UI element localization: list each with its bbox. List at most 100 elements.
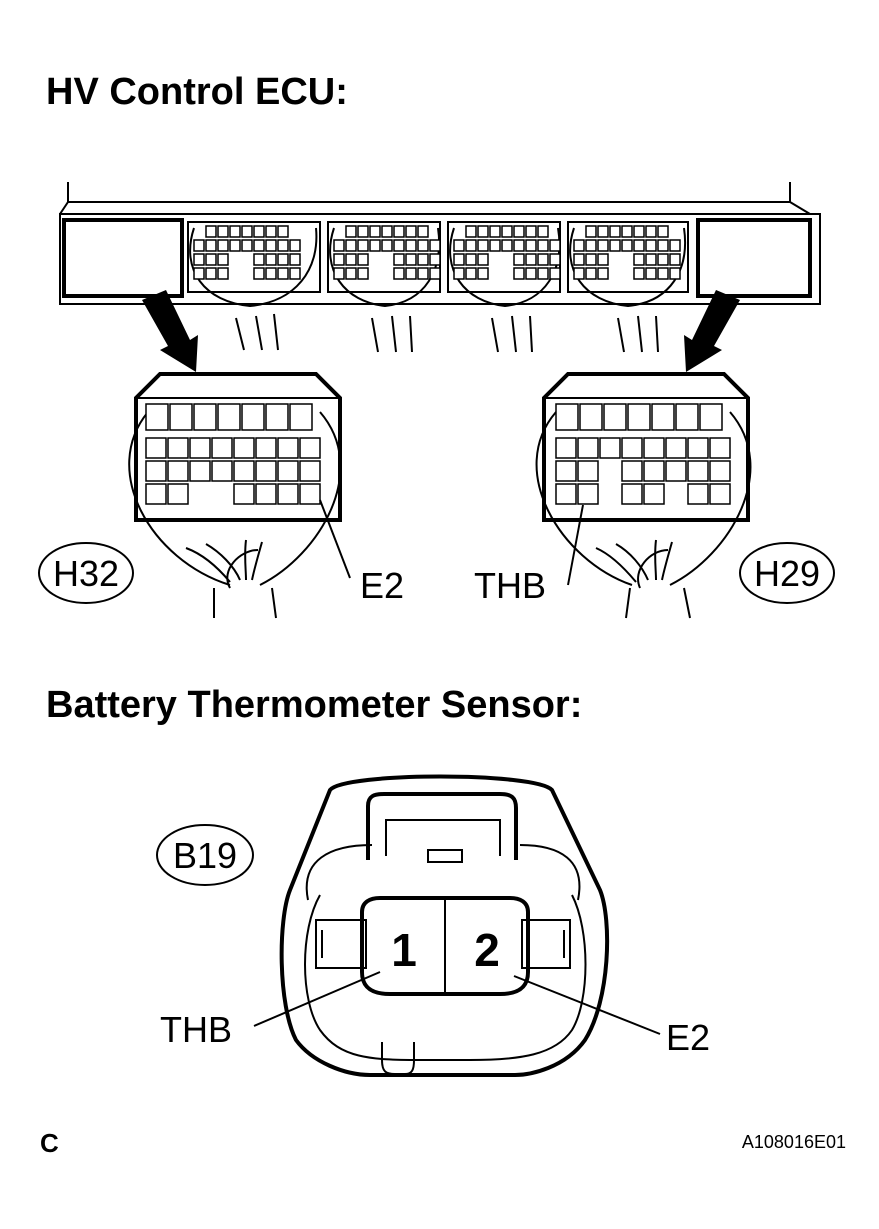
sensor-connector-b19 [253, 774, 661, 1077]
h32-cell [255, 483, 277, 505]
ecu-m1-cell [253, 267, 265, 280]
h29-code: H29 [754, 553, 820, 594]
ecu-m2-cell [393, 267, 405, 280]
h32-cell [277, 460, 299, 482]
sensor-thb-leader [253, 971, 381, 1027]
ecu-m3-cell [537, 267, 549, 280]
ecu-m4-cell [585, 253, 597, 266]
h32-cell [167, 460, 189, 482]
ecu-m3-cell [537, 253, 549, 266]
ecu-m4-cell [669, 253, 681, 266]
ecu-m3-cell [501, 225, 513, 238]
ecu-m4-cell [633, 239, 645, 252]
ecu-m4-cell [657, 239, 669, 252]
h29-top-cell [579, 403, 603, 431]
sensor-thb-label: THB [160, 1009, 232, 1050]
h32-e2-leader [319, 499, 351, 579]
ecu-m2-cell [369, 239, 381, 252]
h32-cell [255, 437, 277, 459]
ecu-m2-cell [429, 253, 441, 266]
ecu-connector-h29-socket [696, 218, 812, 298]
ecu-m3-cell [537, 239, 549, 252]
h32-top-cell [169, 403, 193, 431]
ecu-title: HV Control ECU: [46, 71, 348, 113]
ecu-m4-cell [597, 253, 609, 266]
ecu-m2-cell [357, 239, 369, 252]
h29-cell [577, 483, 599, 505]
h29-cell [643, 483, 665, 505]
b19-badge [156, 824, 254, 886]
ecu-m3-cell [477, 253, 489, 266]
ecu-m4-cell [633, 267, 645, 280]
ecu-m4-cell [597, 267, 609, 280]
ecu-m2-cell [417, 267, 429, 280]
ecu-m3-cell [513, 225, 525, 238]
ecu-m3-cell [465, 239, 477, 252]
ecu-m1-cell [253, 253, 265, 266]
ecu-m4-cell [609, 239, 621, 252]
ecu-pin-grid [193, 225, 681, 280]
ecu-m3-cell [465, 253, 477, 266]
ecu-m3-cell [549, 267, 561, 280]
ecu-m3-cell [525, 253, 537, 266]
ecu-m2-cell [369, 225, 381, 238]
ecu-m4-cell [657, 253, 669, 266]
h32-cell [255, 460, 277, 482]
ecu-m3-cell [489, 239, 501, 252]
ecu-m2-cell [393, 225, 405, 238]
ecu-m4-cell [633, 253, 645, 266]
ecu-m4-cell [597, 225, 609, 238]
ecu-m3-cell [465, 267, 477, 280]
h29-cell [687, 483, 709, 505]
ecu-m1-cell [277, 239, 289, 252]
ecu-m2-cell [345, 239, 357, 252]
ecu-m2-cell [345, 267, 357, 280]
b19-code: B19 [173, 835, 237, 876]
h32-cell [299, 437, 321, 459]
h32-top-cell [289, 403, 313, 431]
ecu-m3-cell [453, 239, 465, 252]
h32-cell [189, 460, 211, 482]
ecu-m3-cell [513, 267, 525, 280]
h32-cell [145, 460, 167, 482]
arrow-to-h32-icon [142, 290, 198, 372]
ecu-m1-cell [193, 239, 205, 252]
h32-terminal-label: E2 [360, 565, 404, 606]
ecu-middle-connector-4 [567, 221, 689, 353]
sensor-pin-2: 2 [474, 924, 500, 976]
ecu-m1-cell [241, 225, 253, 238]
ecu-m4-cell [585, 239, 597, 252]
h29-top-cell [651, 403, 675, 431]
ecu-m3-cell [489, 225, 501, 238]
h32-cell [299, 460, 321, 482]
ecu-m1-cell [217, 267, 229, 280]
h32-top-cell [145, 403, 169, 431]
h32-pin-grid [145, 403, 321, 505]
ecu-m2-cell [417, 225, 429, 238]
ecu-m1-cell [265, 225, 277, 238]
connector-h29 [535, 372, 752, 619]
ecu-m4-cell [609, 225, 621, 238]
ecu-m2-cell [357, 253, 369, 266]
ecu-m4-cell [573, 253, 585, 266]
ecu-m2-cell [381, 239, 393, 252]
ecu-m2-cell [393, 239, 405, 252]
h32-code: H32 [53, 553, 119, 594]
ecu-m1-cell [193, 267, 205, 280]
ecu-m1-cell [253, 239, 265, 252]
h29-cell [555, 437, 577, 459]
h32-cell [167, 437, 189, 459]
ecu-connector-h32-socket [62, 218, 184, 298]
connector-h32 [128, 372, 351, 619]
ecu-m4-cell [657, 267, 669, 280]
h29-badge [739, 542, 835, 604]
ecu-m4-cell [585, 225, 597, 238]
ecu-m1-cell [265, 253, 277, 266]
ecu-m4-cell [657, 225, 669, 238]
ecu-m2-cell [417, 239, 429, 252]
h29-top-cell [603, 403, 627, 431]
ecu-m2-cell [393, 253, 405, 266]
ecu-m4-cell [621, 239, 633, 252]
ecu-m1-cell [229, 225, 241, 238]
ecu-m3-cell [501, 239, 513, 252]
